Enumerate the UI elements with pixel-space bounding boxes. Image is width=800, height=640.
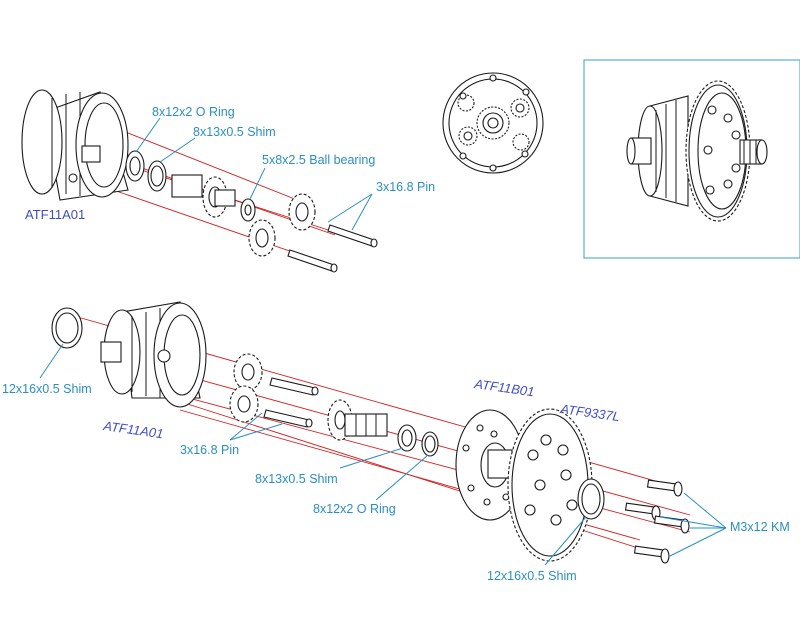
bottom-cover xyxy=(455,409,525,521)
bottom-shim-right-label: 12x16x0.5 Shim xyxy=(487,569,577,583)
bottom-ring-gear xyxy=(507,408,593,562)
assembled-view-frame xyxy=(583,59,800,259)
bottom-shim-8x13-label: 8x13x0.5 Shim xyxy=(255,472,338,486)
bottom-pins xyxy=(263,377,319,428)
top-shim-label: 8x13x0.5 Shim xyxy=(193,125,276,139)
top-o-ring-label: 8x12x2 O Ring xyxy=(152,105,235,119)
bottom-side-gear xyxy=(327,399,388,441)
bottom-case xyxy=(100,301,207,408)
bottom-shim-left xyxy=(51,307,83,349)
bottom-shim-right xyxy=(577,478,605,520)
bottom-spider-gears xyxy=(229,353,263,423)
bottom-o-ring-label: 8x12x2 O Ring xyxy=(313,502,396,516)
bottom-shim-left-label: 12x16x0.5 Shim xyxy=(2,382,92,396)
top-ball-bearing-label: 5x8x2.5 Ball bearing xyxy=(262,153,375,167)
top-pin-label: 3x16.8 Pin xyxy=(376,180,435,194)
bottom-small-shims xyxy=(397,424,439,457)
bottom-pin-label: 3x16.8 Pin xyxy=(180,443,239,457)
top-shim-rings xyxy=(125,150,167,192)
bottom-screws xyxy=(624,479,690,564)
top-spider-gears xyxy=(248,193,316,257)
top-case xyxy=(21,89,129,201)
top-pins xyxy=(287,224,378,273)
case-end-view xyxy=(442,72,544,174)
top-ball-bearing xyxy=(240,198,256,222)
top-part-number: ATF11A01 xyxy=(25,207,85,222)
bottom-case-part-number: ATF11A01 xyxy=(102,418,165,441)
bottom-screw-label: M3x12 KM xyxy=(730,520,790,534)
top-callout-leaders xyxy=(135,117,373,231)
assembled-differential xyxy=(626,80,768,222)
bottom-cover-part-number: ATF11B01 xyxy=(473,376,536,399)
top-side-gear xyxy=(171,174,236,218)
bottom-callout-leaders xyxy=(39,343,727,566)
